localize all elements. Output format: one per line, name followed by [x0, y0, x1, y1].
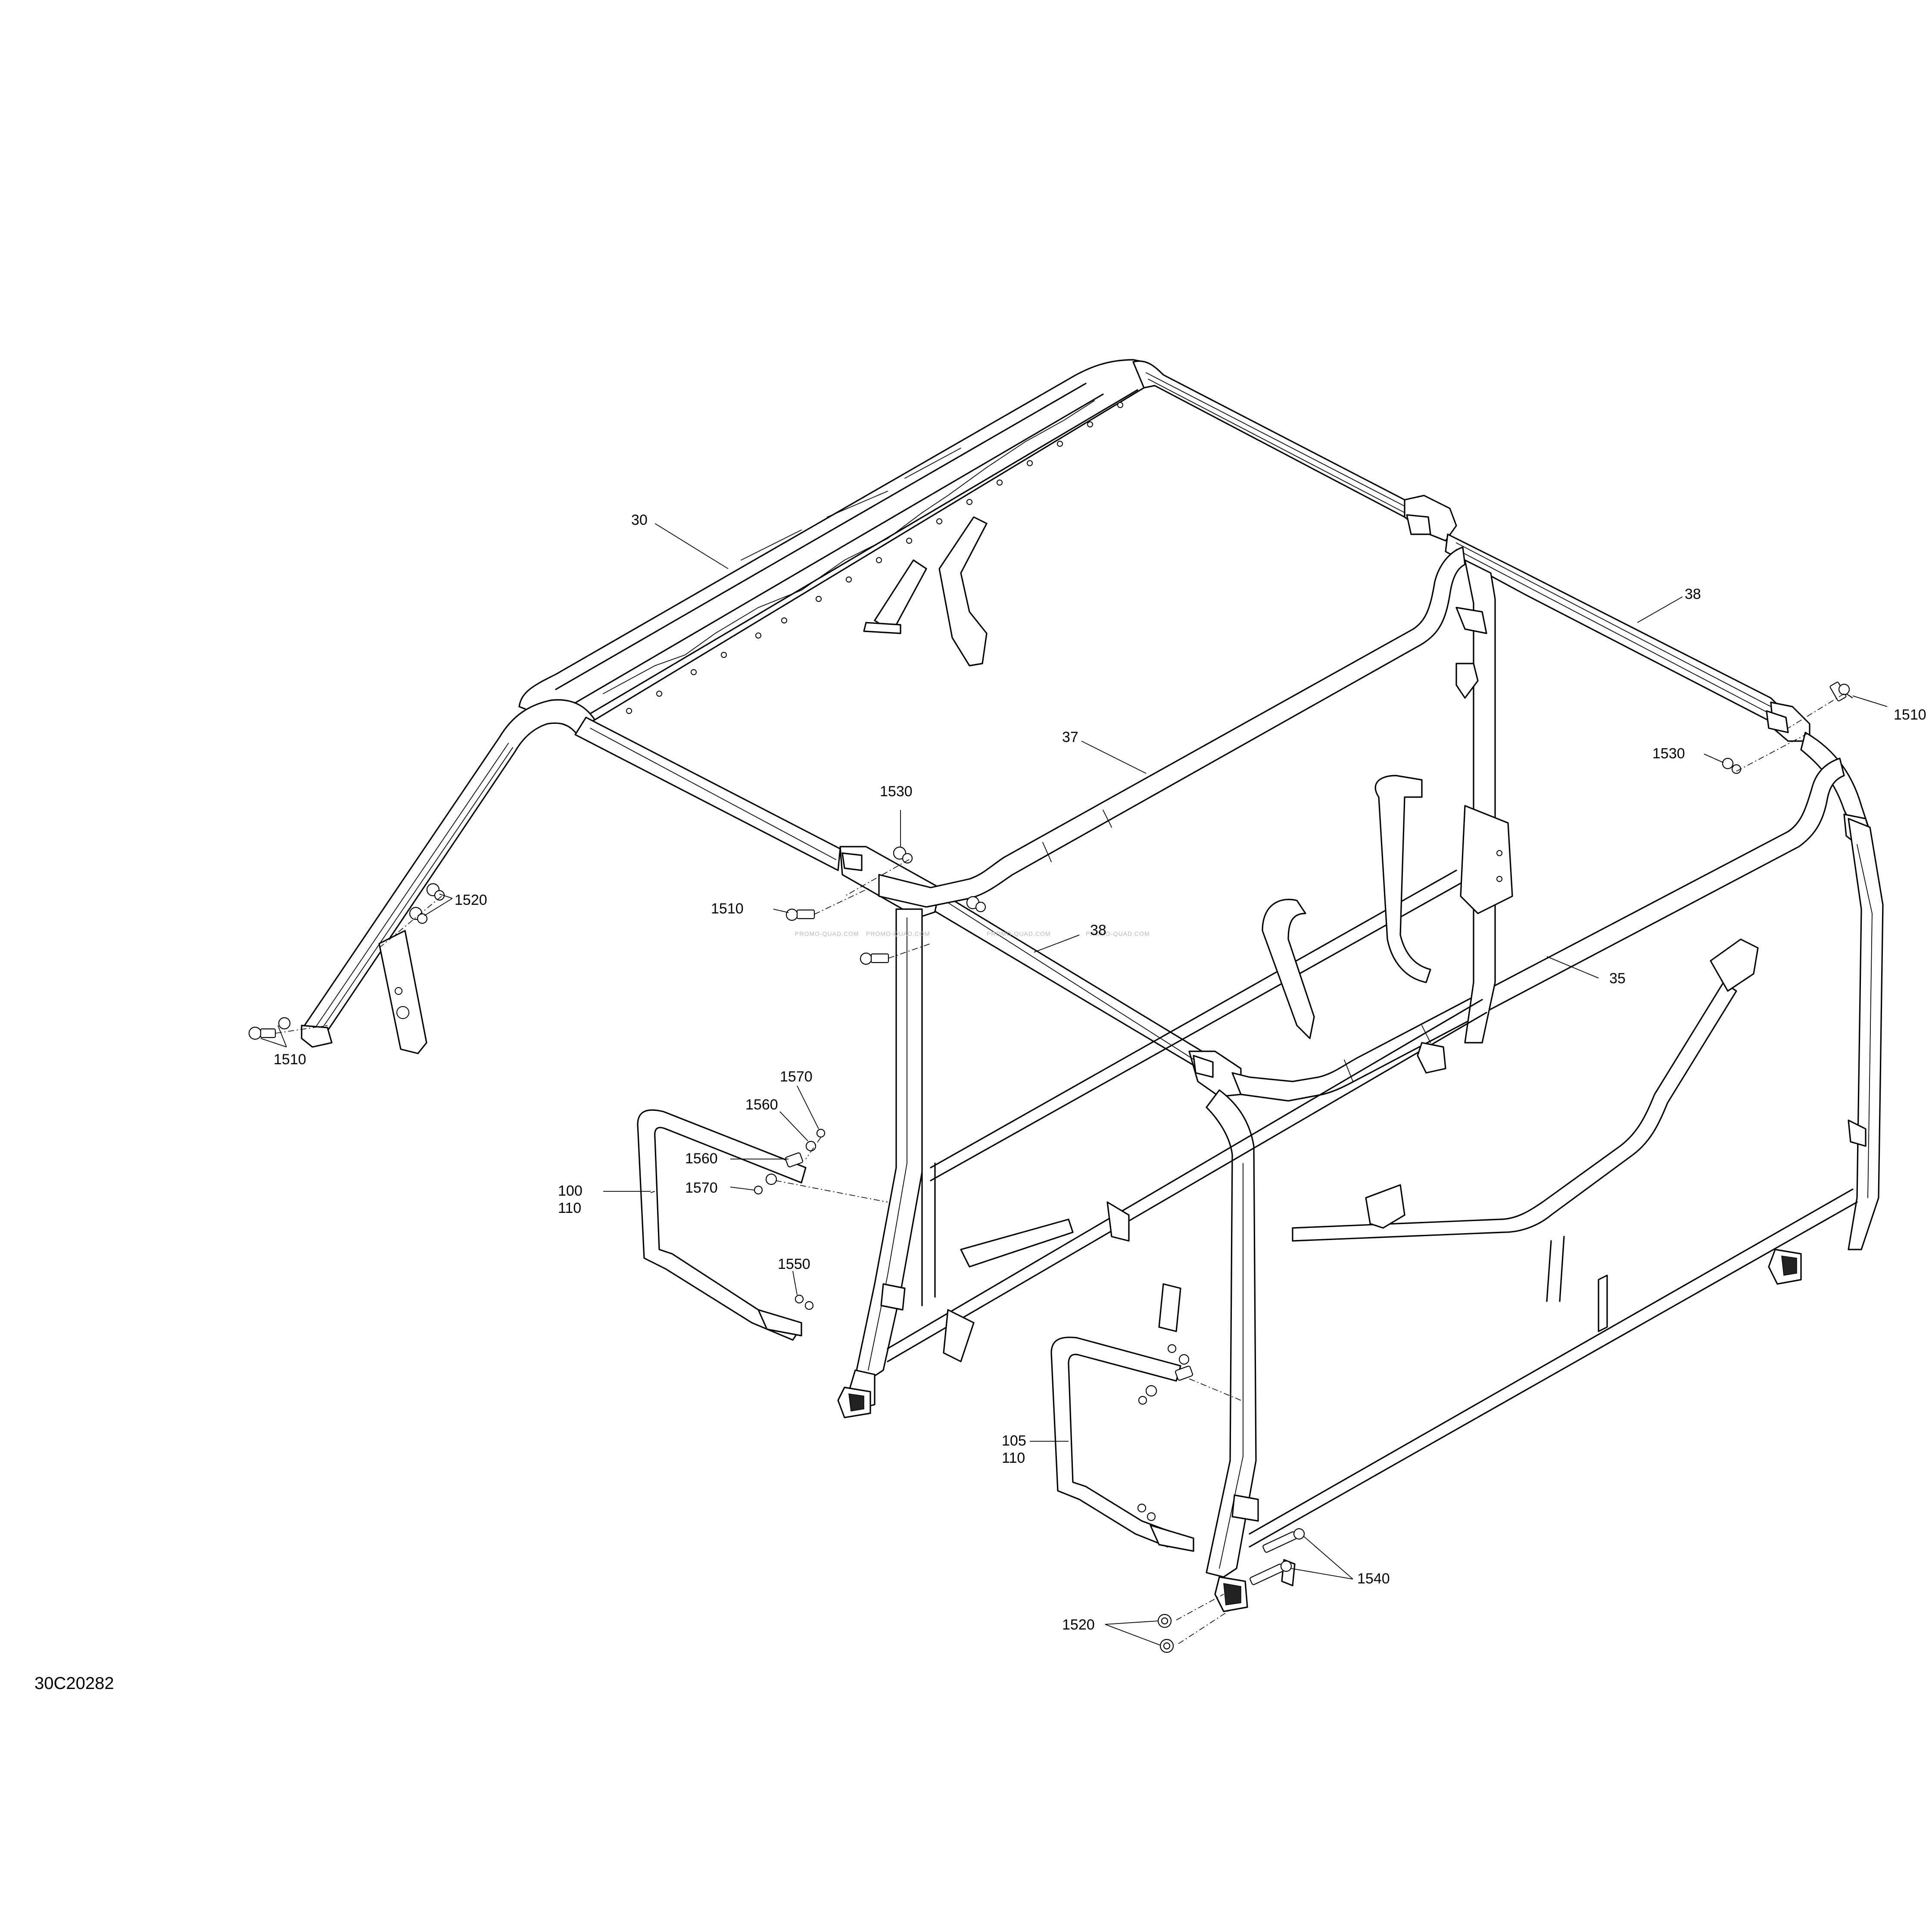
- callout-1520-bottom: 1520: [1062, 1617, 1095, 1633]
- callout-1530-rear-right: 1530: [1652, 745, 1685, 762]
- middle-pillar: [1455, 559, 1513, 1044]
- bolt-1510-mid: [785, 908, 889, 965]
- door-bar-front: [637, 1109, 807, 1341]
- callout-35: 35: [1609, 970, 1626, 987]
- nut-1520-bottom: [1157, 1614, 1174, 1653]
- callout-1550: 1550: [778, 1256, 810, 1272]
- callout-1560-lower: 1560: [685, 1150, 718, 1167]
- roof-rail-left: [1132, 360, 1810, 742]
- door-bar-rear-hardware: [1137, 1344, 1193, 1521]
- front-roof-panel: [518, 359, 1145, 729]
- side-lower-rails: [887, 869, 1858, 1548]
- bolt-1540: [1250, 1528, 1305, 1585]
- nut-1530-mid: [893, 846, 986, 913]
- watermarks: PROMO-QUAD.COM PROMO-QUAD.COM PROMO-QUAD…: [795, 930, 1150, 937]
- watermark-4: PROMO-QUAD.COM: [1086, 930, 1150, 937]
- callout-110-rear: 110: [1002, 1450, 1025, 1466]
- bolt-1510-rear-right: [1829, 682, 1853, 701]
- rear-cross-tube: [1231, 757, 1845, 1102]
- front-right-pillar: [1206, 1089, 1296, 1586]
- watermark-3: PROMO-QUAD.COM: [987, 930, 1051, 937]
- rear-seat-frame: [1292, 938, 1759, 1332]
- nut-1530-rear-right: [1722, 757, 1742, 774]
- door-bar-rear: [1050, 1337, 1194, 1552]
- assembly-lines: [275, 693, 1845, 1644]
- frame-mounts: [837, 1042, 1802, 1612]
- middle-cross-tube: [878, 546, 1466, 908]
- callout-1520-front-left: 1520: [455, 892, 487, 908]
- front-seat-frame: [943, 775, 1431, 1362]
- callout-1530-mid: 1530: [880, 783, 913, 800]
- diagram-id: 30C20282: [34, 1674, 114, 1693]
- rear-pillar: [1848, 818, 1884, 1250]
- callout-1510-rear-right: 1510: [1894, 707, 1926, 723]
- callout-100: 100: [558, 1183, 583, 1199]
- leader-lines: [260, 523, 1888, 1645]
- callout-1560-upper: 1560: [745, 1097, 778, 1113]
- door-bar-front-hardware: [754, 1128, 826, 1310]
- front-hoop-left: [301, 699, 595, 1054]
- callout-1540: 1540: [1357, 1571, 1390, 1587]
- callout-37: 37: [1062, 729, 1078, 745]
- callout-1510-front-left: 1510: [274, 1051, 306, 1068]
- top-rail-brackets: [841, 514, 1789, 1078]
- windshield-brackets: [863, 516, 988, 667]
- watermark-1: PROMO-QUAD.COM: [795, 930, 859, 937]
- callout-1570-lower: 1570: [685, 1180, 718, 1196]
- callout-105: 105: [1002, 1433, 1026, 1449]
- bolt-1510-front-left: [248, 1017, 291, 1040]
- front-left-pillar: [848, 908, 923, 1410]
- callout-38-front: 38: [1090, 922, 1106, 938]
- callout-30: 30: [631, 512, 648, 528]
- callout-110-front: 110: [558, 1200, 581, 1216]
- watermark-2: PROMO-QUAD.COM: [866, 930, 930, 937]
- roof-frame: [301, 359, 1884, 1612]
- callout-1570-upper: 1570: [780, 1069, 813, 1085]
- callouts: 30 37 38 38 35 1510 1510 1510 1520 1520 …: [274, 512, 1926, 1633]
- callout-1510-mid: 1510: [711, 901, 744, 917]
- callout-38-roof: 38: [1685, 586, 1701, 602]
